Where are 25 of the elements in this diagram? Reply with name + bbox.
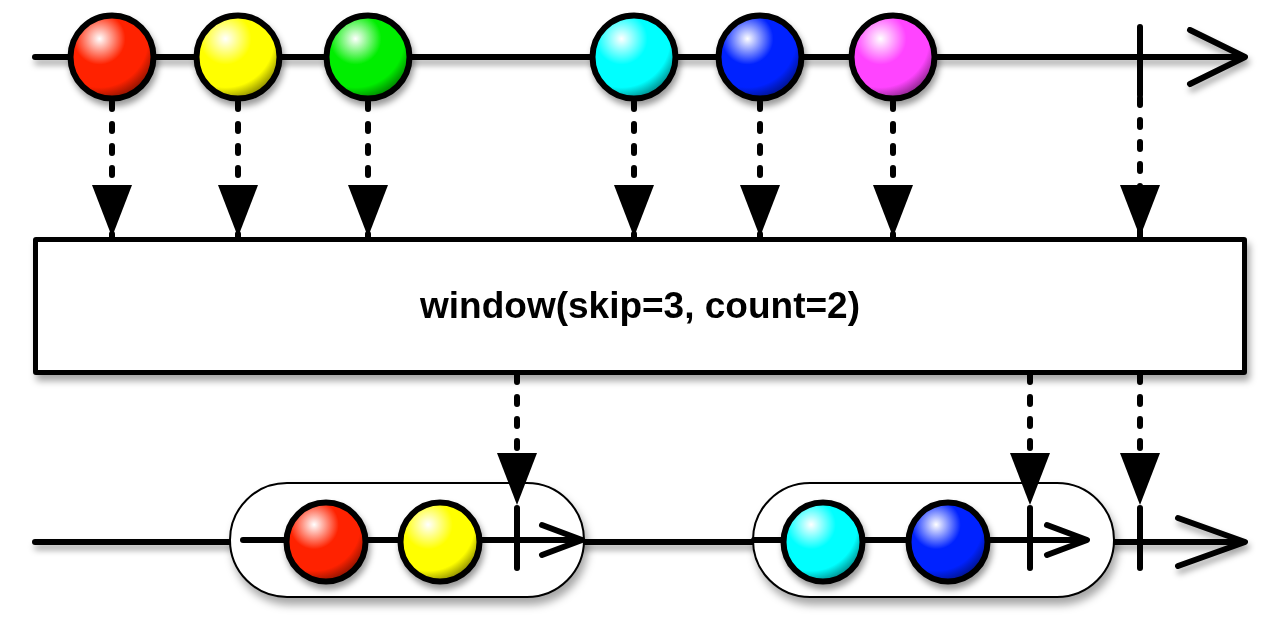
dotted-arrow [614, 99, 654, 240]
marble [67, 12, 157, 102]
marble [283, 499, 369, 585]
marble [589, 12, 679, 102]
completion-tick [514, 505, 520, 571]
marble [905, 499, 991, 585]
dotted-arrow [873, 99, 913, 240]
dotted-arrow [92, 99, 132, 240]
dotted-arrow [740, 99, 780, 240]
marble [715, 12, 805, 102]
dotted-arrow [348, 99, 388, 240]
window-capsule [752, 482, 1115, 598]
marble [323, 12, 413, 102]
window-capsule [229, 482, 585, 598]
marble [397, 499, 483, 585]
completion-tick [1027, 505, 1033, 571]
marble [780, 499, 866, 585]
dotted-arrow [1120, 95, 1160, 240]
operator-label: window(skip=3, count=2) [420, 285, 860, 327]
completion-tick [1137, 505, 1143, 571]
marble [193, 12, 283, 102]
completion-tick [1137, 24, 1143, 98]
operator-box [33, 237, 1247, 375]
marble [848, 12, 938, 102]
dotted-arrow [218, 99, 258, 240]
